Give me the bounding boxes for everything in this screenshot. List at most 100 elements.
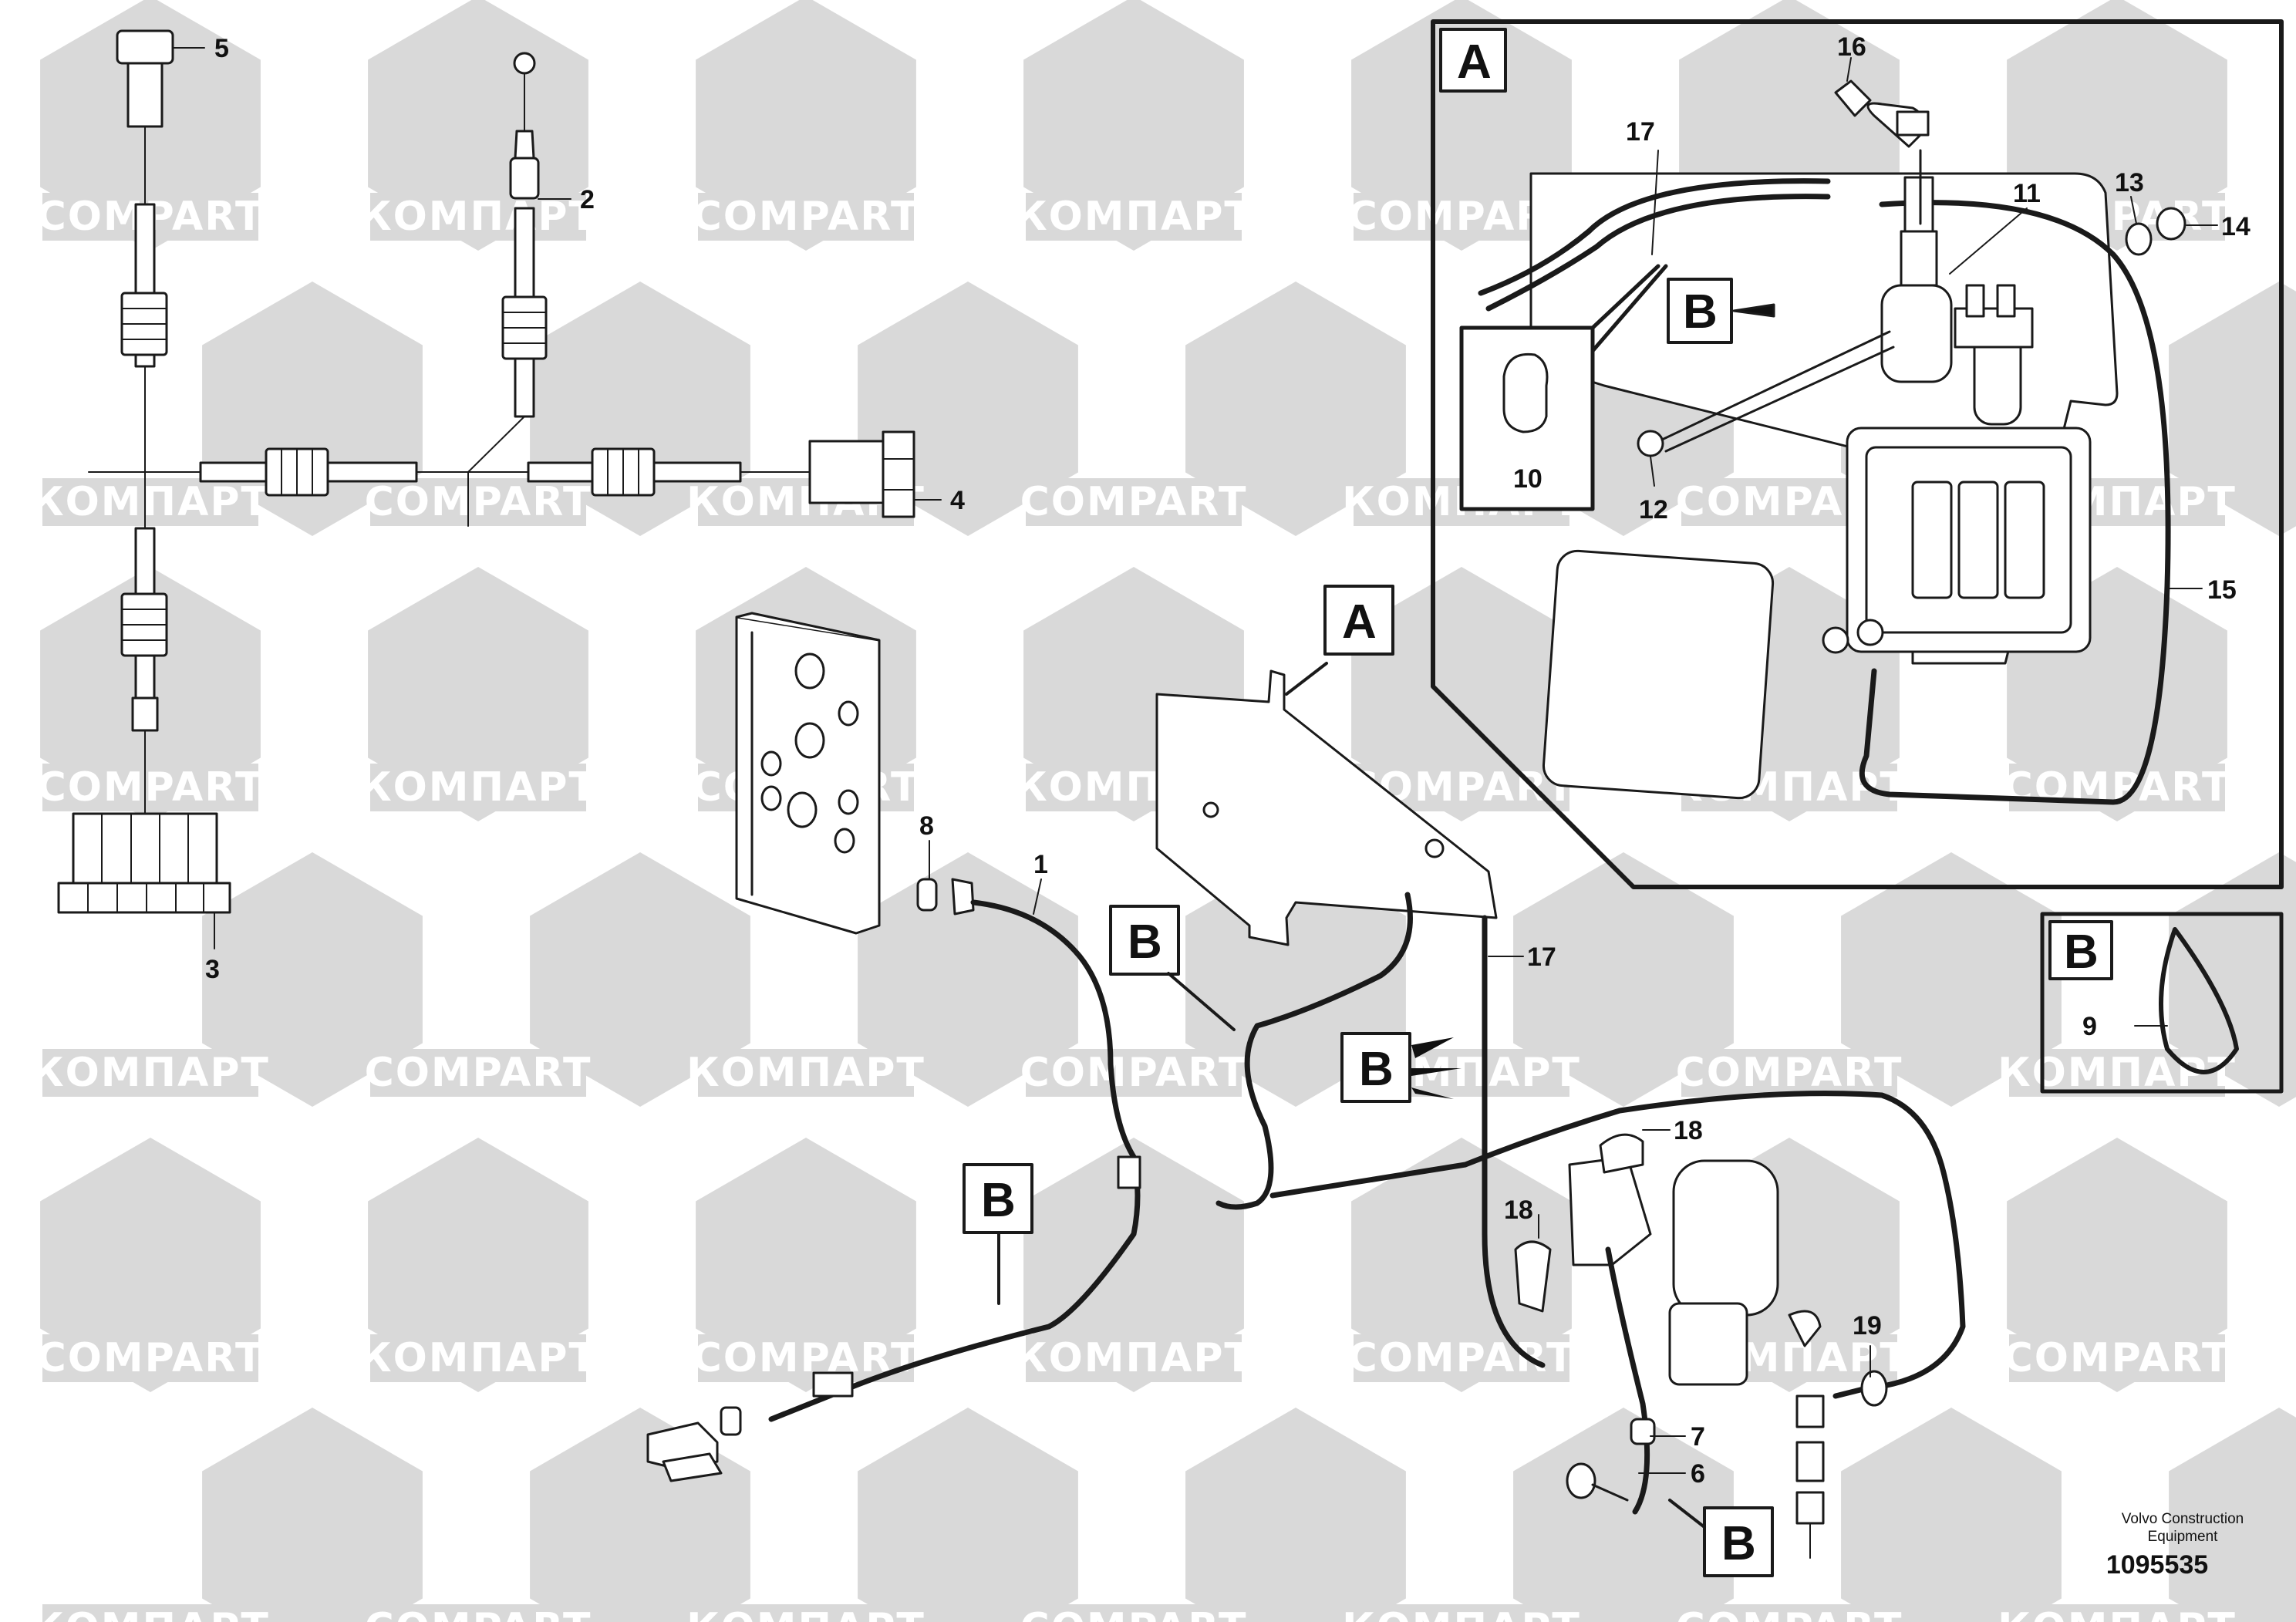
watermark-band xyxy=(2009,1604,2225,1622)
watermark-band xyxy=(42,478,258,526)
main-assembly xyxy=(646,612,1966,1559)
detail-b-label: B xyxy=(2064,926,2099,979)
callout-17-main: 17 xyxy=(1527,943,1556,972)
callout-10: 10 xyxy=(1513,464,1542,494)
watermark-hexagon xyxy=(1023,1138,1244,1392)
watermark-hexagon xyxy=(1513,852,1734,1107)
watermark-band xyxy=(2009,1049,2225,1097)
watermark-band xyxy=(370,764,586,811)
watermark-text: КОМПАРТ xyxy=(31,1050,270,1096)
watermark-band xyxy=(1681,1049,1897,1097)
callout-18-upper: 18 xyxy=(1674,1116,1703,1145)
watermark-hexagon xyxy=(1185,1408,1406,1622)
watermark-band xyxy=(1026,1604,1242,1622)
callout-6: 6 xyxy=(1691,1459,1705,1489)
watermark-text: COMPART xyxy=(1348,1335,1576,1381)
callout-19: 19 xyxy=(1853,1311,1882,1340)
ref-b-left: B xyxy=(981,1174,1016,1227)
watermark-band xyxy=(370,1049,586,1097)
watermark-hexagon xyxy=(1351,1138,1572,1392)
watermark-hexagon xyxy=(1841,852,2062,1107)
watermark-hexagon xyxy=(202,852,423,1107)
watermark-band xyxy=(370,1334,586,1382)
callout-1: 1 xyxy=(1033,850,1048,879)
watermark-text: COMPART xyxy=(1676,1050,1903,1096)
callout-17-detail: 17 xyxy=(1626,117,1655,147)
watermark-hexagon xyxy=(2169,282,2296,536)
harness-schematic xyxy=(57,29,942,949)
watermark-band xyxy=(698,1334,914,1382)
watermark-text: КОМПАРТ xyxy=(1014,1335,1253,1381)
watermark-text: COMPART xyxy=(365,479,592,525)
detail-view-b xyxy=(2040,912,2284,1094)
watermark-hexagon xyxy=(202,1408,423,1622)
ref-b-rays: B xyxy=(1359,1043,1394,1096)
ref-b-bracket: B xyxy=(1128,916,1162,969)
callout-8: 8 xyxy=(919,811,934,841)
watermark-band xyxy=(698,193,914,241)
watermark-text: COMPART xyxy=(37,1335,265,1381)
watermark-hexagon xyxy=(1513,1408,1734,1622)
watermark-band xyxy=(1026,478,1242,526)
watermark-band xyxy=(1026,193,1242,241)
watermark-band xyxy=(42,1604,258,1622)
watermark-text: COMPART xyxy=(1676,1605,1903,1622)
watermark-hexagon xyxy=(696,1138,916,1392)
callout-5: 5 xyxy=(214,34,229,63)
watermark-text: COMPART xyxy=(1020,479,1248,525)
watermark-hexagon xyxy=(530,1408,750,1622)
watermark-band xyxy=(42,764,258,811)
watermark-hexagon xyxy=(696,0,916,251)
watermark-hexagon xyxy=(1023,0,1244,251)
callout-13: 13 xyxy=(2115,168,2144,197)
callout-labels: 5 2 4 3 8 1 17 18 18 7 6 19 9 16 17 11 1… xyxy=(205,32,2250,1570)
watermark-text: КОМПАРТ xyxy=(31,479,270,525)
callout-12: 12 xyxy=(1639,495,1668,524)
watermark-band xyxy=(370,193,586,241)
watermark-hexagon xyxy=(530,852,750,1107)
watermark-hexagon xyxy=(40,1138,261,1392)
watermark-text: COMPART xyxy=(1020,1050,1248,1096)
callout-18-lower: 18 xyxy=(1504,1195,1533,1225)
callout-14: 14 xyxy=(2221,212,2250,241)
watermark-band xyxy=(1026,1049,1242,1097)
watermark-band xyxy=(1354,1604,1569,1622)
watermark-text: COMPART xyxy=(693,194,920,240)
watermark-hexagon xyxy=(2169,1408,2296,1622)
ref-b-bottom: B xyxy=(1721,1517,1756,1570)
watermark-band xyxy=(370,478,586,526)
footer-part-number: 1095535 xyxy=(2106,1550,2208,1580)
watermark-text: КОМПАРТ xyxy=(1998,1605,2237,1622)
ref-a-main: A xyxy=(1342,595,1377,649)
ref-b-inset: B xyxy=(1683,285,1718,339)
watermark-text: COMPART xyxy=(1020,1605,1248,1622)
watermark-text: COMPART xyxy=(365,1050,592,1096)
watermark-text: КОМПАРТ xyxy=(686,1050,925,1096)
watermark-hexagon xyxy=(1841,1408,2062,1622)
callout-2: 2 xyxy=(580,185,595,214)
watermark-band xyxy=(42,1334,258,1382)
watermark-text: COMPART xyxy=(37,764,265,811)
watermark-band xyxy=(2009,1334,2225,1382)
watermark-band xyxy=(370,1604,586,1622)
watermark-hexagon xyxy=(1351,0,1572,251)
footer-manufacturer-line1: Volvo Construction xyxy=(2122,1511,2244,1527)
callout-4: 4 xyxy=(950,486,965,515)
watermark-band xyxy=(698,1604,914,1622)
watermark-band xyxy=(1026,1334,1242,1382)
callout-9: 9 xyxy=(2082,1012,2097,1041)
watermark-text: КОМПАРТ xyxy=(31,1605,270,1622)
watermark-hexagon xyxy=(2007,1138,2227,1392)
watermark-hexagon xyxy=(368,1138,588,1392)
watermark-band xyxy=(1681,1604,1897,1622)
watermark-hexagon xyxy=(858,1408,1078,1622)
detail-view-a xyxy=(1431,19,2284,889)
callout-16: 16 xyxy=(1837,32,1866,62)
footer-manufacturer-line2: Equipment xyxy=(2148,1529,2219,1545)
watermark-band xyxy=(42,1049,258,1097)
callout-3: 3 xyxy=(205,955,220,984)
watermark-hexagon xyxy=(368,567,588,821)
watermark-text: КОМПАРТ xyxy=(1014,194,1253,240)
watermark-text: КОМПАРТ xyxy=(1342,1605,1581,1622)
